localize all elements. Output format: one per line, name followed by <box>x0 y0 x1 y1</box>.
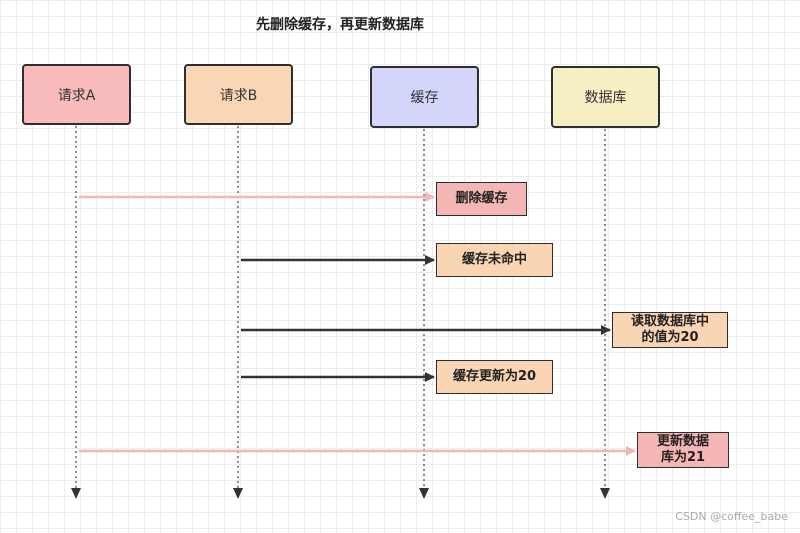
label-line: 的值为20 <box>641 330 699 345</box>
label-line: 缓存未命中 <box>461 252 527 267</box>
lifeline-end-arrow <box>71 488 81 499</box>
message-label-cache-miss: 缓存未命中 <box>436 243 553 277</box>
label-line: 缓存更新为20 <box>452 369 537 384</box>
actor-label: 请求A <box>57 87 96 104</box>
label-line: 删除缓存 <box>455 191 508 206</box>
lifeline-end-arrow <box>419 488 429 499</box>
actor-request-b: 请求B <box>184 64 293 125</box>
label-line: 库为21 <box>660 450 706 465</box>
actor-label: 请求B <box>219 87 258 104</box>
actor-label: 缓存 <box>410 90 439 106</box>
actor-database: 数据库 <box>551 66 660 128</box>
actor-request-a: 请求A <box>22 64 131 125</box>
actor-cache: 缓存 <box>370 66 479 128</box>
diagram-title: 先删除缓存，再更新数据库 <box>256 17 424 33</box>
label-line: 读取数据库中 <box>630 314 709 329</box>
lifeline-end-arrow <box>600 488 610 499</box>
label-line: 更新数据 <box>656 434 709 449</box>
message-label-update-cache: 缓存更新为20 <box>436 360 553 394</box>
message-label-update-db: 更新数据 库为21 <box>637 432 729 468</box>
watermark: CSDN @coffee_babe <box>675 510 788 523</box>
message-label-read-db: 读取数据库中 的值为20 <box>612 312 728 348</box>
lifeline-end-arrow <box>233 488 243 499</box>
actor-label: 数据库 <box>584 90 627 106</box>
message-label-delete-cache: 删除缓存 <box>436 182 527 216</box>
